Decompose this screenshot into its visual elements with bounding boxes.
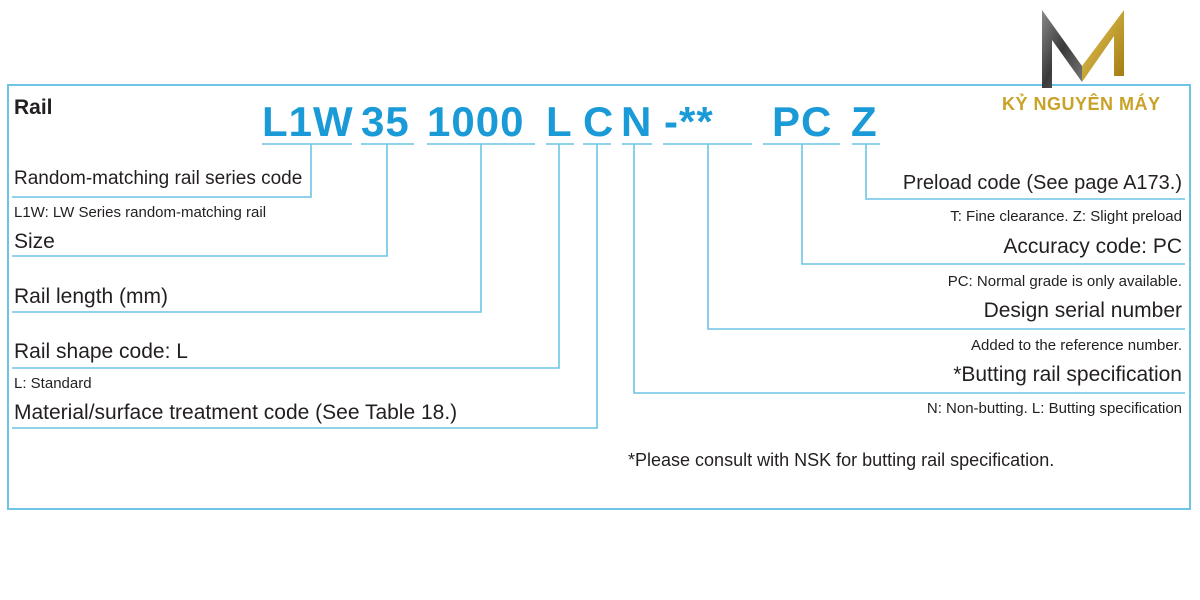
label-size: Size <box>14 230 55 253</box>
note-shape: L: Standard <box>14 375 92 392</box>
leader-shape <box>12 144 560 369</box>
leader-size <box>12 144 388 257</box>
code-design: -** <box>664 98 714 145</box>
note-preload: T: Fine clearance. Z: Slight preload <box>950 208 1182 225</box>
note-design: Added to the reference number. <box>971 337 1182 354</box>
footnote: *Please consult with NSK for butting rai… <box>628 450 1055 470</box>
leader-material <box>12 144 598 429</box>
note-series: L1W: LW Series random-matching rail <box>14 204 267 221</box>
label-accuracy: Accuracy code: PC <box>1003 235 1182 258</box>
logo-text: KỶ NGUYÊN MÁY <box>1002 94 1161 114</box>
leader-butting <box>633 144 1185 394</box>
label-butting: *Butting rail specification <box>953 363 1182 386</box>
leader-design <box>707 144 1185 330</box>
note-butting: N: Non-butting. L: Butting specification <box>926 400 1182 417</box>
label-length: Rail length (mm) <box>14 285 169 308</box>
label-preload: Preload code (See page A173.) <box>902 172 1182 194</box>
label-design: Design serial number <box>983 299 1182 322</box>
code-series: L1W <box>262 98 354 145</box>
note-accuracy: PC: Normal grade is only available. <box>947 273 1182 290</box>
leader-length <box>12 144 482 313</box>
label-shape: Rail shape code: L <box>14 340 188 363</box>
leader-preload <box>865 144 1185 200</box>
diagram-frame <box>7 84 1191 510</box>
label-material: Material/surface treatment code (See Tab… <box>14 401 458 424</box>
code-length: 1000 <box>427 98 525 145</box>
leader-series <box>12 144 312 198</box>
code-shape: L <box>546 98 573 145</box>
code-material: C <box>583 98 615 145</box>
leader-accuracy <box>801 144 1185 265</box>
code-accuracy: PC <box>772 98 833 145</box>
label-series: Random-matching rail series code <box>14 168 303 189</box>
code-butting: N <box>621 98 653 145</box>
code-preload: Z <box>851 98 878 145</box>
m-logo-icon <box>1034 6 1134 92</box>
code-size: 35 <box>361 98 410 145</box>
diagram-title: Rail <box>14 96 53 119</box>
